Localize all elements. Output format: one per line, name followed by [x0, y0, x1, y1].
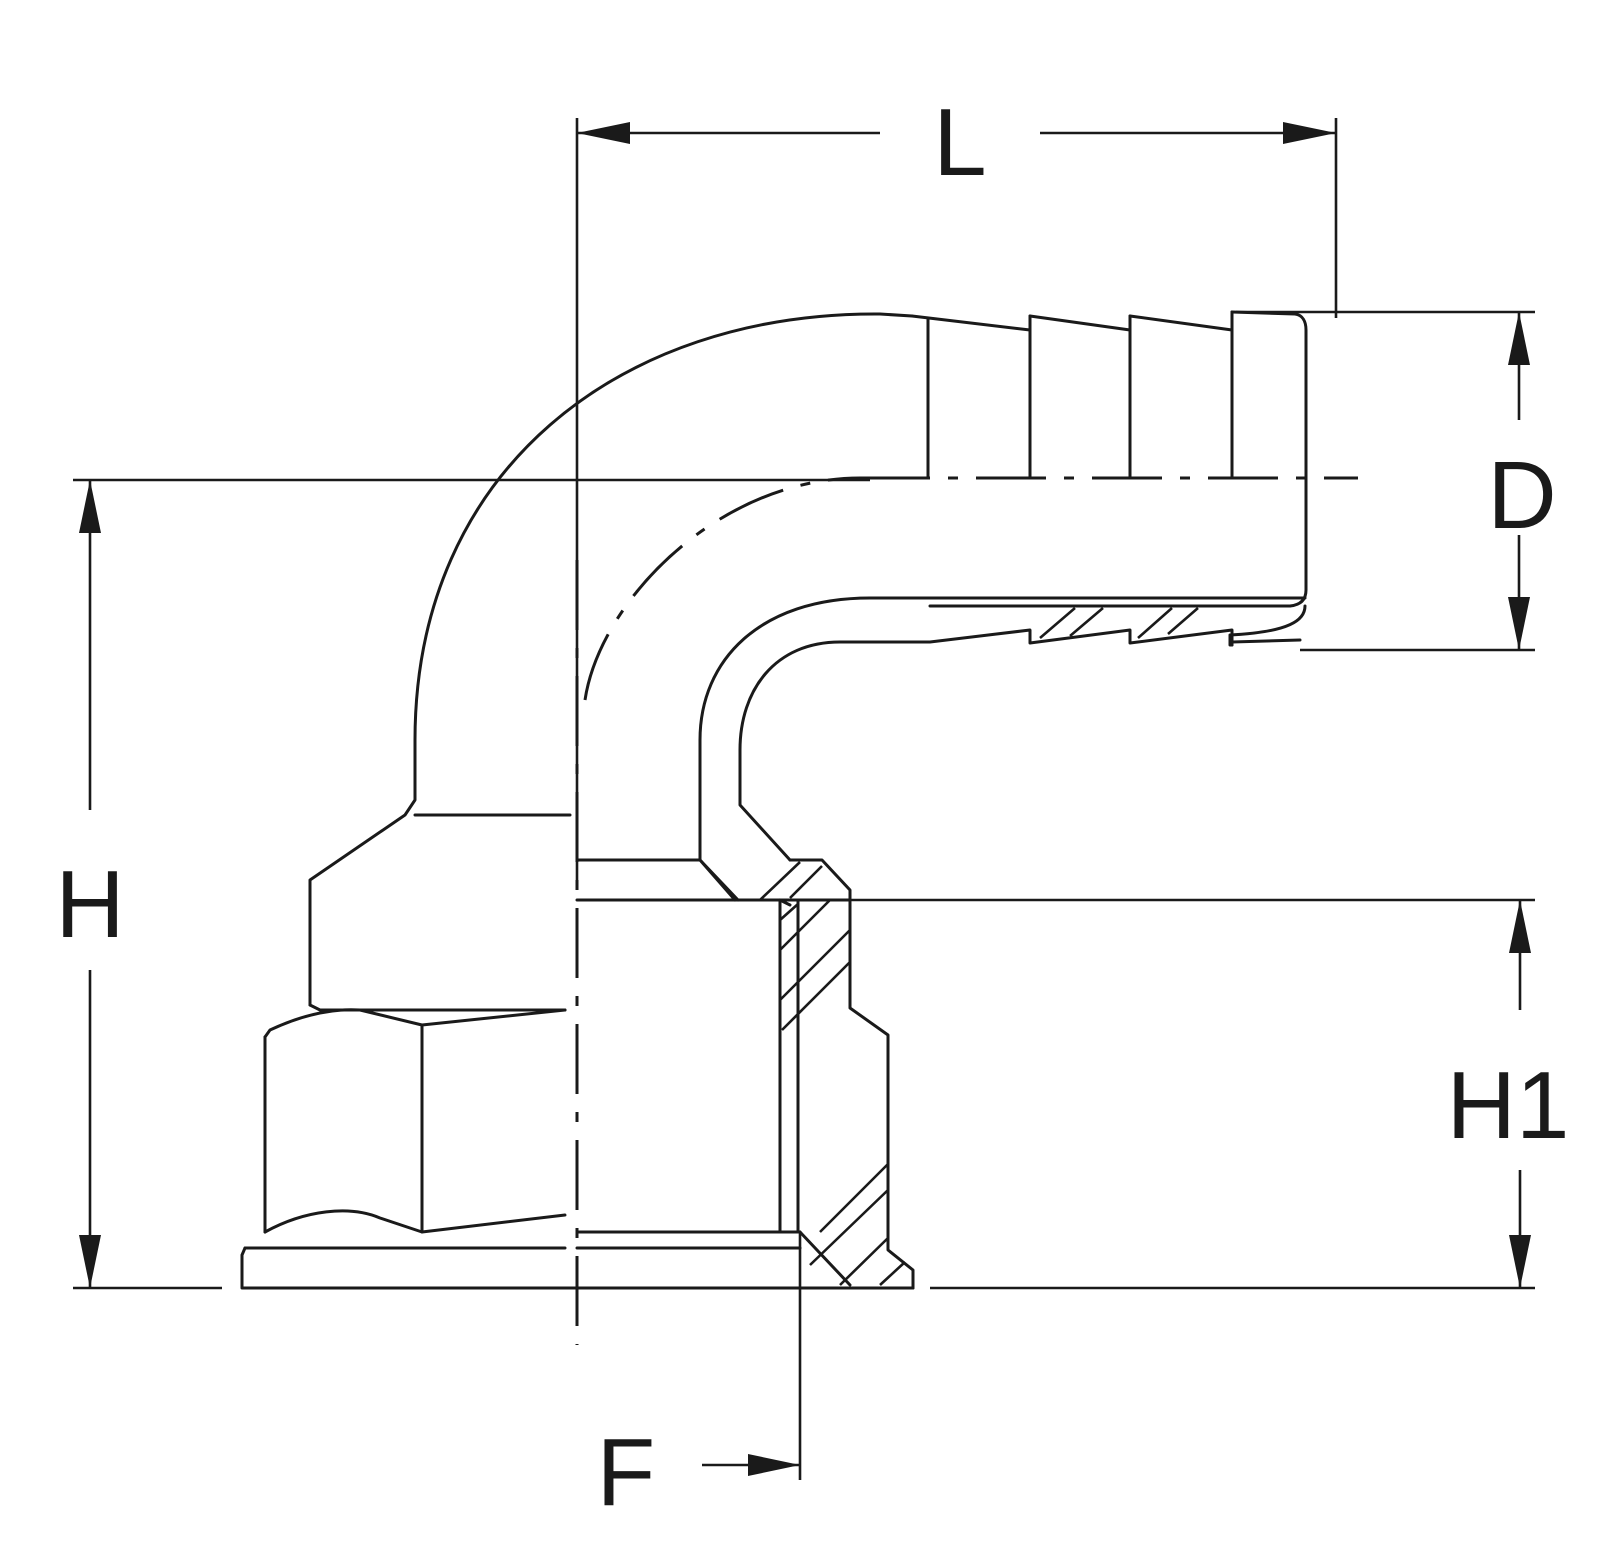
hex-nut-outline: [263, 1008, 567, 1039]
swivel-nut: [240, 858, 915, 1290]
hose-barb-tail: [910, 310, 1308, 639]
dimension-l: L: [575, 89, 1338, 880]
dimension-f: F: [597, 1232, 802, 1526]
elbow-body: [308, 312, 1307, 1007]
dimension-label-f: F: [597, 1419, 656, 1526]
bend-centre-line: [583, 476, 861, 701]
dimension-h1: H1: [830, 898, 1570, 1290]
dimension-label-h1: H1: [1447, 1052, 1570, 1159]
elbow-inner-contour: [698, 596, 1307, 902]
dimension-label-h: H: [55, 851, 124, 958]
dimension-label-d: D: [1487, 442, 1556, 549]
dimension-d: D: [1236, 310, 1557, 652]
dimension-label-l: L: [933, 89, 986, 196]
dimension-h: H: [55, 478, 870, 1290]
centre-lines: [575, 476, 1358, 1345]
elbow-outer-contour: [308, 312, 914, 1007]
